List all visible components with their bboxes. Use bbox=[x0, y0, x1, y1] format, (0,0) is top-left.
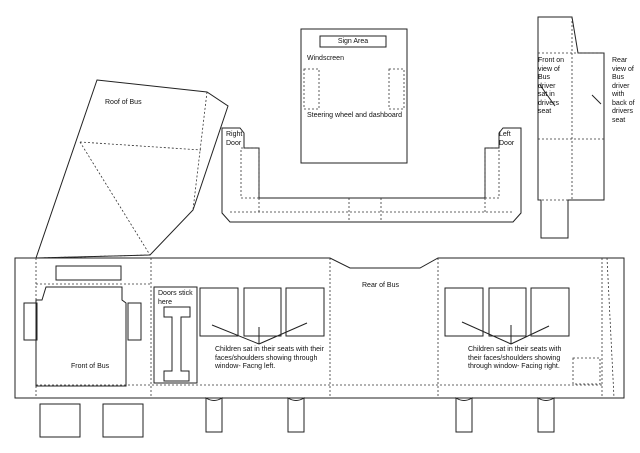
driver-front-label: Front on view of Bus driver sat in drive… bbox=[538, 57, 565, 115]
driver-rear-label: Rear view of Bus driver with back of dri… bbox=[612, 57, 635, 124]
sign-area-box bbox=[319, 35, 387, 48]
bus-body-strip bbox=[14, 257, 625, 438]
windscreen-label: Windscreen bbox=[307, 55, 344, 62]
left-door-label: Left Door bbox=[499, 131, 515, 147]
rear-of-bus-label: Rear of Bus bbox=[362, 282, 399, 289]
sign-area-label: Sign Area bbox=[337, 38, 369, 45]
door-strip bbox=[221, 127, 522, 223]
windscreen-panel bbox=[300, 28, 408, 164]
driver-strip bbox=[537, 16, 605, 239]
children-right-label: Children sat in their seats with their f… bbox=[468, 346, 562, 370]
right-door-label: Right Door bbox=[226, 131, 243, 147]
steering-label: Steering wheel and dashboard bbox=[307, 112, 402, 119]
doors-stick-label: Doors stick here bbox=[158, 290, 193, 306]
roof-label: Roof of Bus bbox=[105, 99, 142, 106]
front-sign-box bbox=[55, 265, 122, 281]
children-left-label: Children sat in their seats with their f… bbox=[215, 346, 324, 370]
front-of-bus-label: Front of Bus bbox=[71, 363, 110, 370]
